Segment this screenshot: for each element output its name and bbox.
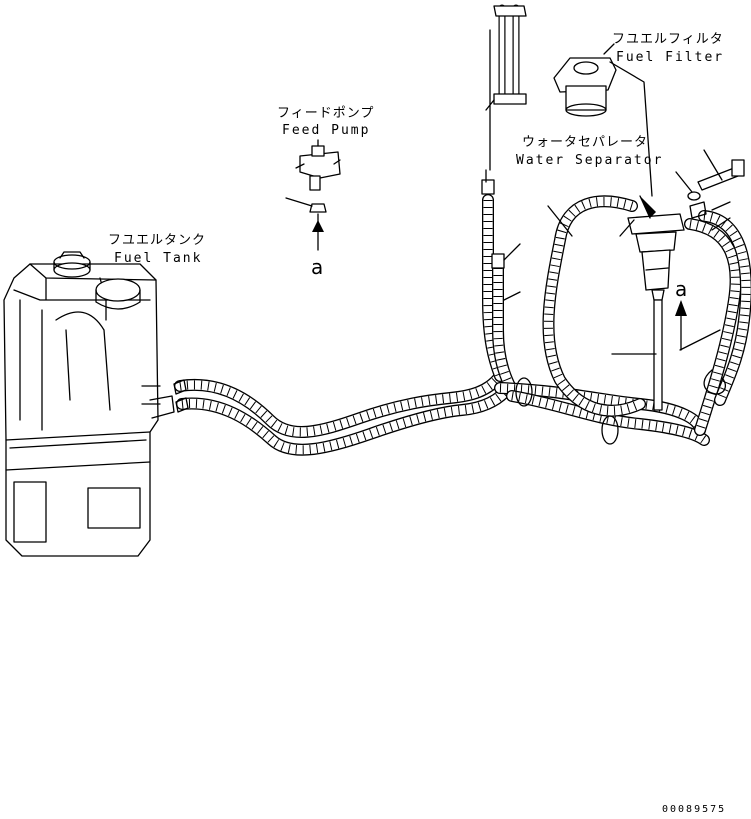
feed-pump-label-jp: フィードポンプ bbox=[277, 106, 374, 121]
view-marker-a-feed-pump: a bbox=[311, 255, 323, 279]
fuel-tank-label-en: Fuel Tank bbox=[114, 251, 202, 266]
view-marker-a-separator: a bbox=[675, 277, 687, 301]
fuel-filter-label-jp: フユエルフィルタ bbox=[612, 32, 724, 47]
water-separator bbox=[611, 195, 721, 411]
bolts-washers bbox=[547, 149, 745, 237]
fuel-hose-lines bbox=[174, 194, 751, 456]
fuel-tank bbox=[3, 251, 175, 557]
drawing-number: 00089575 bbox=[662, 804, 726, 815]
hose-fittings bbox=[481, 179, 521, 301]
fuel-filter-label-en: Fuel Filter bbox=[616, 50, 724, 65]
feed-pump bbox=[285, 139, 341, 251]
feed-pump-label-en: Feed Pump bbox=[282, 123, 370, 138]
water-separator-label-en: Water Separator bbox=[516, 153, 663, 168]
water-separator-label-jp: ウォータセパレータ bbox=[522, 135, 648, 150]
fuel-tank-label-jp: フユエルタンク bbox=[108, 233, 206, 248]
fuel-filter bbox=[553, 43, 653, 197]
hose-clamps bbox=[141, 369, 727, 445]
fuel-pipe-bracket bbox=[485, 4, 527, 183]
